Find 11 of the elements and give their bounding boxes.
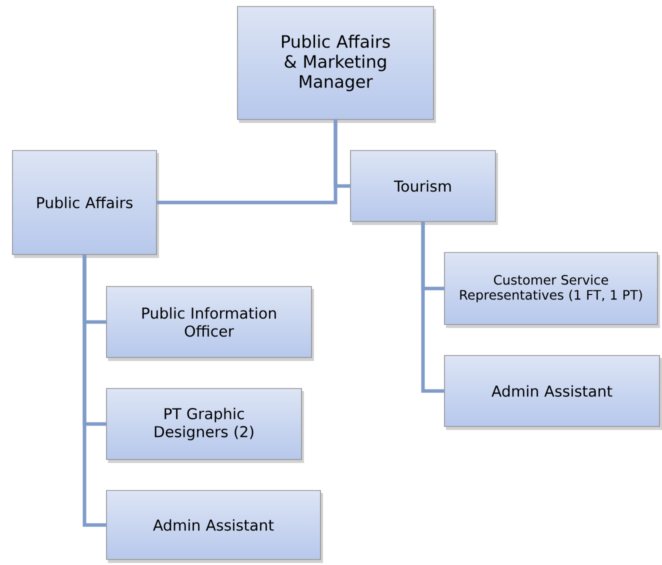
org-box: Admin Assistant <box>106 490 323 563</box>
connector-line <box>421 222 444 393</box>
org-box: PT Graphic Designers (2) <box>106 388 304 463</box>
org-box: Public Affairs & Marketing Manager <box>237 6 436 123</box>
org-box: Public Information Officer <box>106 286 314 361</box>
org-box: Admin Assistant <box>444 355 662 430</box>
org-box: Tourism <box>350 150 498 225</box>
org-box: Customer Service Representatives (1 FT, 1 PT) <box>444 252 660 328</box>
connector-line <box>334 120 350 188</box>
connector-line <box>82 254 106 527</box>
org-box: Public Affairs <box>12 150 159 258</box>
